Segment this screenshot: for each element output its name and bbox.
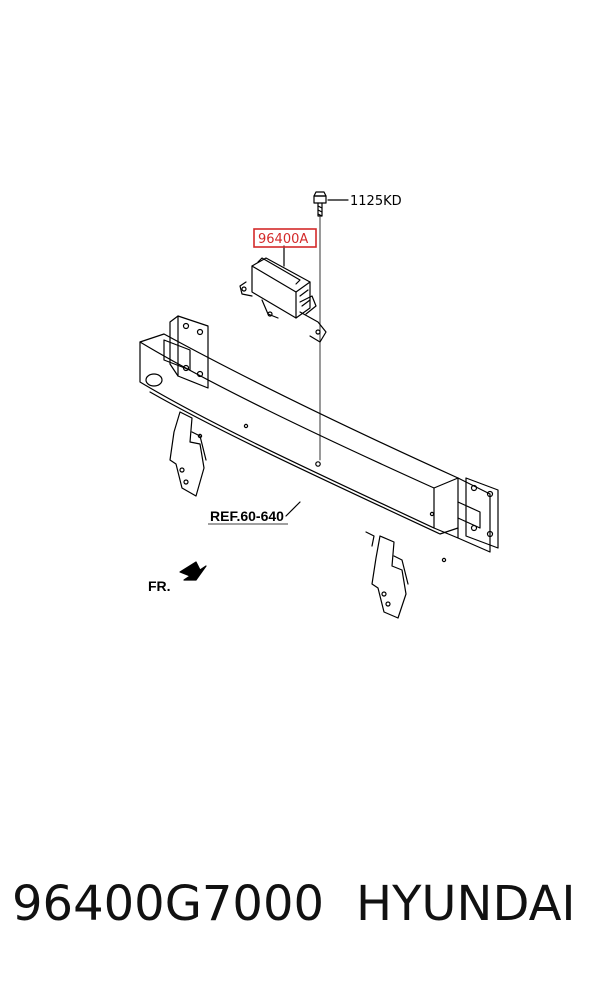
sensor-module [239,257,327,343]
bolt-label: 1125KD [350,194,402,209]
caption: 96400G7000 HYUNDAI [0,876,600,946]
ref-leader-line [285,501,301,517]
reference-label: REF.60-640 [210,508,284,524]
bolt-part [313,191,327,217]
brand-name: HYUNDAI [356,876,576,932]
front-direction-label: FR. [148,578,171,594]
bumper-beam [139,315,499,619]
front-arrow-icon [179,561,207,581]
part-number: 96400G7000 [12,876,325,932]
module-label-highlight [253,228,317,248]
module-label: 96400A [258,232,308,247]
